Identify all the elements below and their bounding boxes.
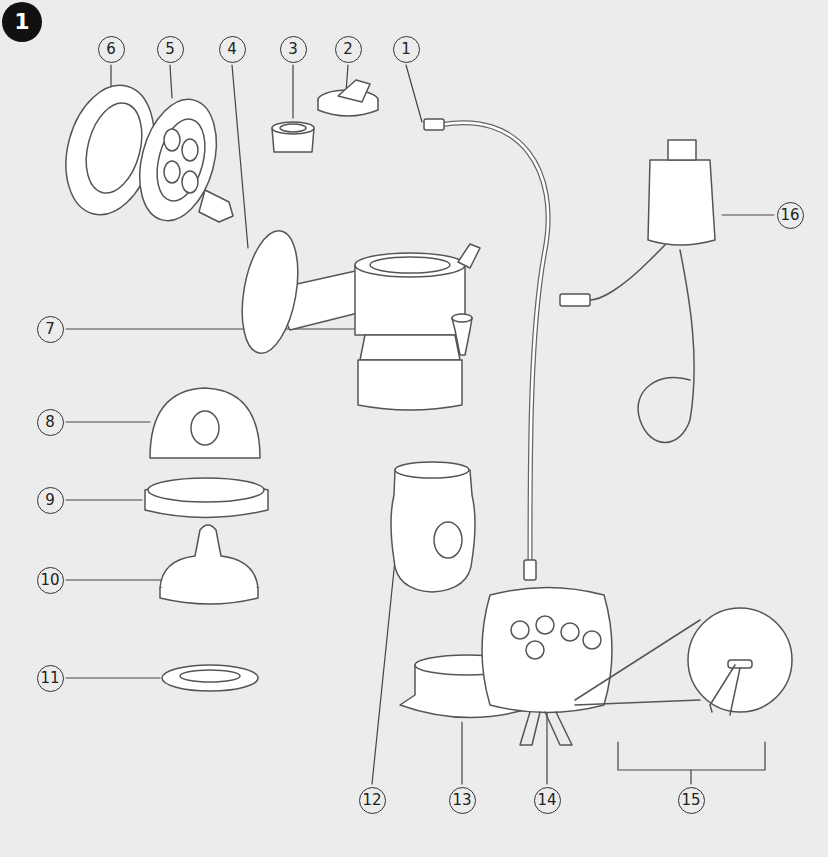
callout-number: 8 (37, 409, 64, 436)
callout-number: 4 (219, 36, 246, 63)
callout-number: 12 (359, 787, 386, 814)
callout-number: 5 (157, 36, 184, 63)
callout-number: 2 (335, 36, 362, 63)
callout-number: 7 (37, 316, 64, 343)
callout-number: 1 (393, 36, 420, 63)
callout-number: 13 (449, 787, 476, 814)
callout-number: 10 (37, 567, 64, 594)
callout-number: 11 (37, 665, 64, 692)
callout-number: 9 (37, 487, 64, 514)
callout-number: 16 (777, 202, 804, 229)
callout-number: 14 (534, 787, 561, 814)
callout-number: 3 (280, 36, 307, 63)
step-badge: 1 (2, 2, 42, 42)
callout-number: 15 (678, 787, 705, 814)
callout-number: 6 (98, 36, 125, 63)
